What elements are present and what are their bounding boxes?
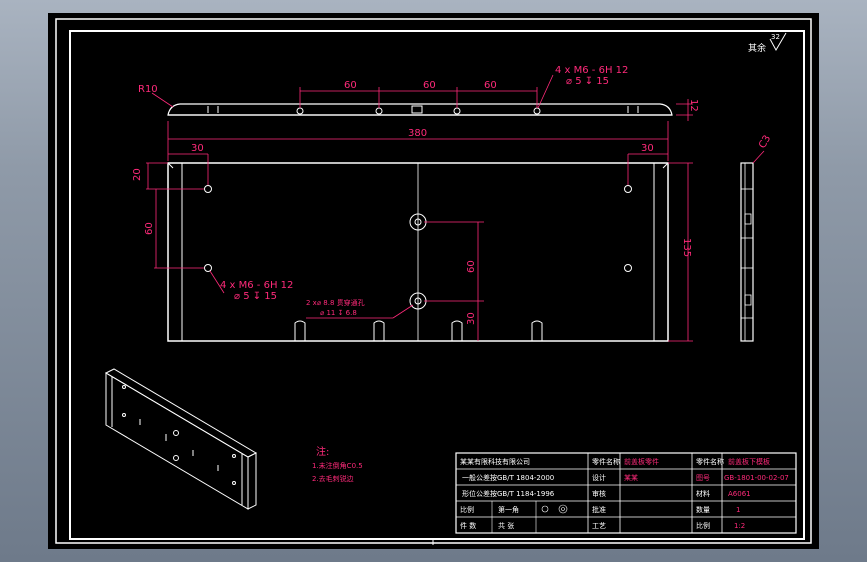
tb-no-value: GB-1801-00-02-07 (724, 474, 789, 482)
callout-top-thread-2: ⌀ 5 ↧ 15 (566, 76, 609, 87)
technical-notes: 注: 1.未注倒角C0.5 2.去毛刺锐边 (312, 445, 363, 483)
dim-12: 12 (688, 99, 699, 112)
dim-135: 135 (681, 238, 692, 257)
dim-60-a: 60 (344, 80, 357, 91)
inner-frame (69, 30, 805, 540)
tb-pieces: 件 数 (460, 521, 476, 530)
tb-general-tolerance: 一般公差按GB/T 1804-2000 (462, 473, 554, 482)
notes-title: 注: (316, 445, 329, 458)
callout-top-thread-1: 4 x M6 - 6H 12 (555, 65, 628, 76)
tb-company: 某某有限科技有限公司 (460, 457, 530, 466)
dim-60-right: 60 (466, 260, 477, 273)
dim-60-vertical: 60 (144, 222, 155, 235)
tb-drawing-value: 前盖板下模板 (728, 457, 770, 466)
side-view: C3 (740, 133, 773, 342)
tb-material-value: A6061 (728, 490, 751, 498)
tb-qty-label: 数量 (696, 505, 710, 514)
tb-sheets: 共 张 (498, 521, 514, 530)
notes-line-1: 1.未注倒角C0.5 (312, 461, 363, 470)
isometric-view (104, 368, 258, 510)
tb-part-label: 零件名称 (592, 457, 620, 466)
tb-scale-label: 比例 (460, 505, 474, 514)
tb-scale-r-value: 1:2 (734, 522, 745, 530)
tb-projection: 第一角 (498, 505, 519, 514)
title-block: 某某有限科技有限公司 一般公差按GB/T 1804-2000 形位公差按GB/T… (455, 452, 797, 534)
callout-hole-2: ⌀ 11 ↧ 6.8 (320, 309, 357, 317)
dim-30-left: 30 (191, 143, 204, 154)
tb-process-label: 工艺 (592, 522, 606, 530)
top-view: 60 60 60 R10 4 x M6 - 6H 12 ⌀ 5 ↧ 15 12 (138, 65, 699, 121)
dim-r10: R10 (138, 84, 158, 95)
dim-30-bottom: 30 (466, 312, 477, 325)
callout-left-thread-2: ⌀ 5 ↧ 15 (234, 291, 277, 302)
callout-hole-1: 2 x⌀ 8.8 贯穿通孔 (306, 298, 365, 307)
callout-left-thread-1: 4 x M6 - 6H 12 (220, 280, 293, 291)
tb-check-label: 审核 (592, 489, 606, 498)
surface-label: 其余 (748, 42, 766, 54)
tb-scale-r-label: 比例 (696, 521, 710, 530)
surface-roughness-note: 其余 32 (748, 32, 787, 54)
tb-material-label: 材料 (696, 489, 710, 498)
tb-drawing-label: 零件名称 (696, 457, 724, 466)
front-view: 30 30 20 60 135 60 30 4 x M6 - 6H 12 ⌀ 5… (132, 143, 693, 342)
dim-20: 20 (132, 168, 143, 181)
dim-380: 380 (408, 128, 427, 139)
dim-c3: C3 (757, 133, 773, 150)
tb-geometric-tolerance: 形位公差按GB/T 1184-1996 (462, 489, 555, 498)
tb-part-value: 前盖板零件 (624, 457, 659, 466)
drawing-canvas: 其余 32 60 60 60 R10 4 x M6 - 6H 12 ⌀ 5 (55, 18, 812, 545)
drawing-sheet: 其余 32 60 60 60 R10 4 x M6 - 6H 12 ⌀ 5 (48, 13, 819, 549)
dim-60-b: 60 (423, 80, 436, 91)
tb-design-label: 设计 (592, 473, 606, 482)
tb-qty-value: 1 (736, 506, 740, 514)
tb-no-label: 图号 (696, 474, 710, 482)
notes-line-2: 2.去毛刺锐边 (312, 474, 354, 483)
tb-approve-label: 批准 (592, 505, 606, 514)
dim-30-right: 30 (641, 143, 654, 154)
dim-60-c: 60 (484, 80, 497, 91)
tb-design-value: 某某 (624, 474, 638, 482)
surface-value: 32 (771, 33, 780, 41)
